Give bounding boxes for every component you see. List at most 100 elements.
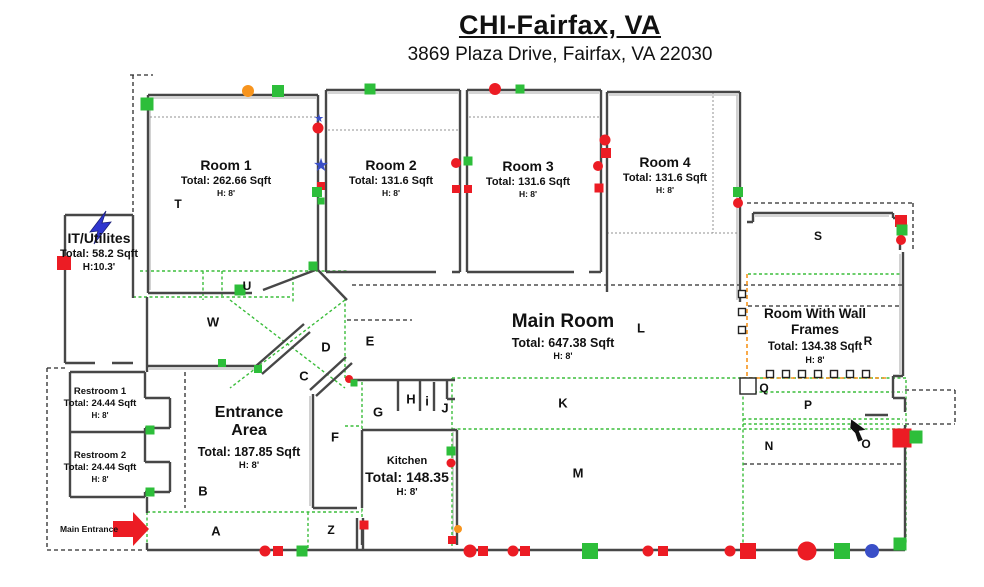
marker-green-square [893,537,907,551]
room-name: Entrance Area [214,404,284,440]
room-name: Room 1 [200,157,252,173]
room-label-room4: Room 4 Total: 131.6 Sqft H: 8' [623,153,707,197]
walls-gray-accent [149,92,901,543]
marker-red-square [464,185,472,193]
marker-green-square [463,156,473,166]
room-name: Restroom 2 [73,450,127,461]
marker-black-frame [861,369,871,379]
zone-label-p: P [803,398,813,412]
zone-label-s: S [813,229,823,243]
room-total: Total: 134.38 Sqft [767,341,863,354]
zone-label-w: W [206,314,220,330]
marker-red-circle [599,134,611,146]
marker-green-square [296,545,308,557]
marker-red-square [452,185,460,193]
marker-black-frame [737,289,747,299]
marker-black-frame [845,369,855,379]
marker-black-frame [829,369,839,379]
room-height: H: 8' [655,185,675,196]
zone-label-j: J [441,400,449,416]
interior-dotted-lines [150,92,738,234]
zone-label-m: M [572,465,584,481]
marker-red-circle [507,545,519,557]
zone-label-b: B [198,483,208,499]
marker-green-square [312,187,322,197]
marker-red-circle [593,161,603,171]
room-total: Total: 131.6 Sqft [622,172,708,185]
marker-black-frame [739,377,757,395]
zone-label-h: H [406,391,416,407]
header: CHI-Fairfax, VA 3869 Plaza Drive, Fairfa… [280,10,840,66]
marker-green-square [896,224,908,236]
zone-label-i: i [425,393,429,409]
marker-orange-circle [242,85,254,97]
marker-red-circle [489,83,501,95]
zone-label-u: U [242,279,252,293]
marker-red-square [658,546,668,556]
room-label-room1: Room 1 Total: 262.66 Sqft H: 8' [181,156,271,200]
room-height: H: 8' [518,189,538,200]
marker-green-square [308,261,318,271]
room-total: Total: 24.44 Sqft [63,462,137,474]
marker-green-square [254,365,262,373]
marker-green-square [272,85,284,97]
zone-label-l: L [637,320,645,336]
marker-red-square [895,215,907,227]
marker-red-square [601,148,611,158]
marker-green-square [909,430,923,444]
marker-red-circle [797,541,817,561]
marker-red-circle [259,545,271,557]
marker-red-square [594,183,604,193]
main-entrance-label: Main Entrance [59,524,119,534]
room-total: Total: 647.38 Sqft [511,335,615,350]
room-label-main-room: Main Room Total: 647.38 Sqft H: 8' [512,310,615,363]
zone-label-o: O [861,437,871,451]
marker-red-square [57,256,71,270]
marker-orange-circle [454,525,462,533]
marker-green-square [446,446,456,456]
marker-black-frame [737,307,747,317]
room-height: H: 8' [381,188,401,199]
zone-label-c: C [299,368,309,384]
room-height: H: 8' [91,474,109,484]
marker-red-circle [642,545,654,557]
zone-label-z: Z [327,523,335,537]
room-total: Total: 148.35 [365,469,449,486]
room-height: H: 8' [238,460,260,472]
main-entrance-arrow-icon [113,512,149,546]
room-height: H:10.3' [82,262,116,274]
room-height: H: 8' [396,487,418,499]
marker-black-frame [737,325,747,335]
room-total: Total: 262.66 Sqft [180,175,272,188]
room-label-room2: Room 2 Total: 131.6 Sqft H: 8' [349,156,433,200]
room-total: Total: 131.6 Sqft [485,176,571,189]
marker-red-square [478,546,488,556]
marker-red-square [892,428,912,448]
marker-red-circle [724,545,736,557]
marker-green-square [350,379,358,387]
room-name: Room 3 [502,158,554,174]
markers-layer: ★★ [57,83,923,561]
zone-label-r: R [863,334,873,348]
marker-red-square [448,536,456,544]
room-name: IT/Utilites [67,230,131,246]
zone-label-q: Q [759,381,769,395]
marker-green-square [317,197,325,205]
marker-green-square [234,284,246,296]
marker-black-frame [781,369,791,379]
marker-green-square [140,97,154,111]
marker-green-square [582,543,598,559]
marker-red-circle [896,235,906,245]
room-height: H: 8' [805,355,825,366]
page-title: CHI-Fairfax, VA [458,10,662,40]
marker-blue-circle [865,544,879,558]
zone-label-e: E [365,333,375,349]
room-label-restroom1: Restroom 1 Total: 24.44 Sqft H: 8' [64,386,137,421]
room-label-kitchen: Kitchen Total: 148.35 H: 8' [365,454,449,499]
marker-red-square [740,543,756,559]
room-total: Total: 58.2 Sqft [59,248,139,261]
marker-black-frame [765,369,775,379]
zone-label-k: K [558,395,568,411]
